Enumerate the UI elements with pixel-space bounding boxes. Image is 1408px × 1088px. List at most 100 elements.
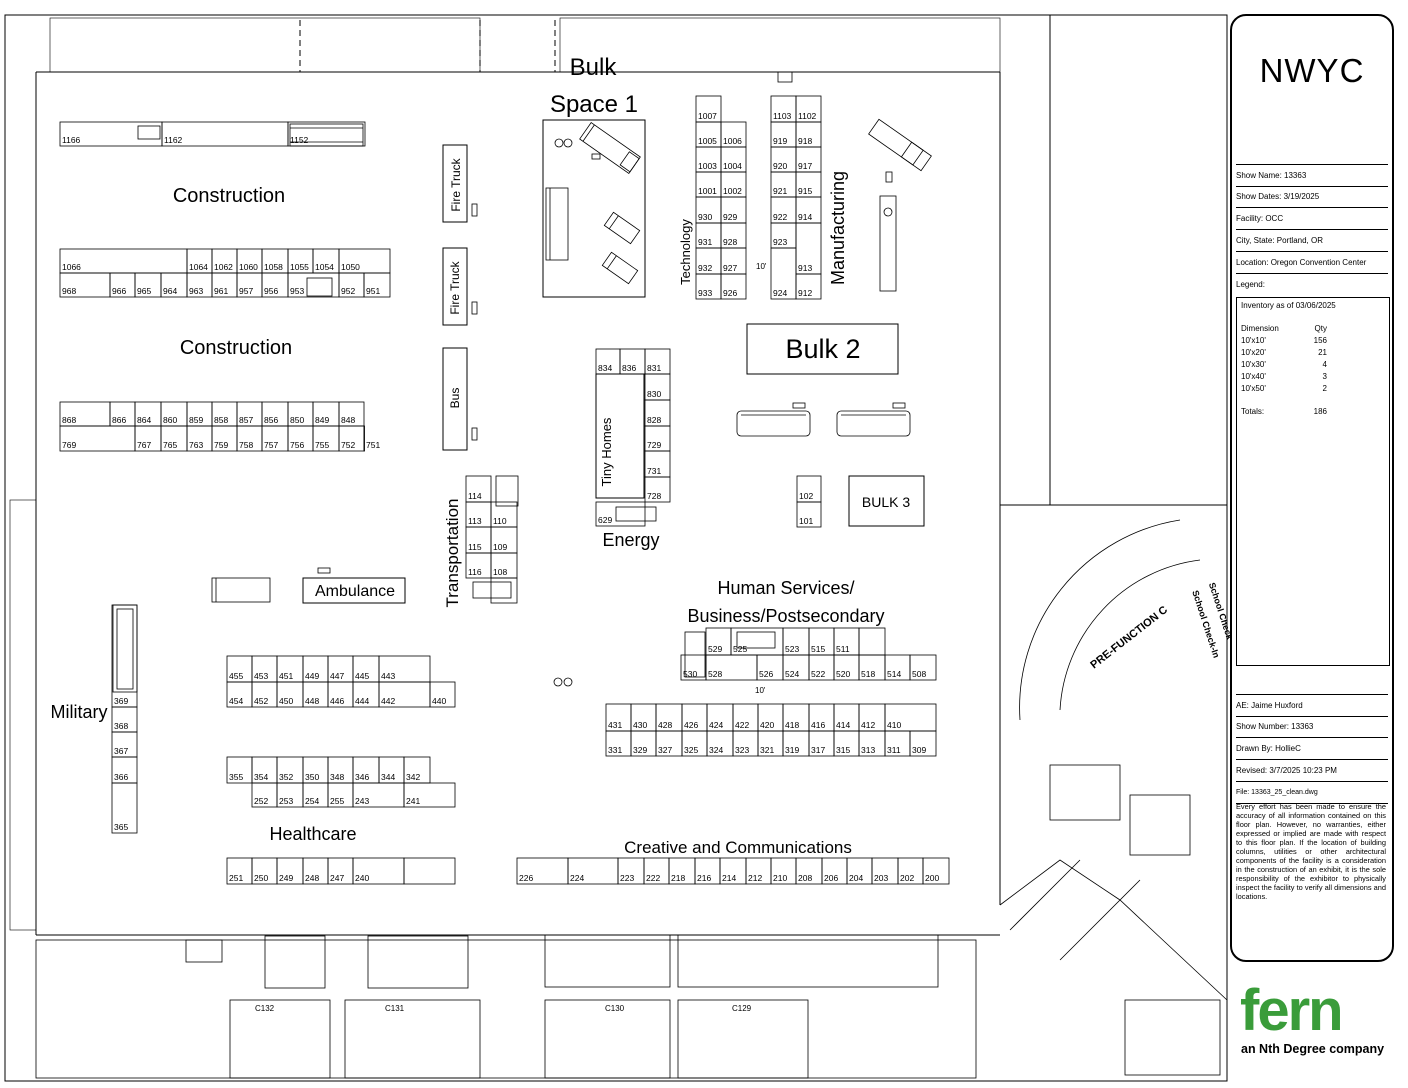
ae-name: AE: Jaime Huxford — [1236, 694, 1388, 717]
zone-healthcare: Healthcare — [269, 824, 356, 844]
booth-label: 922 — [773, 212, 787, 222]
booth-label: 214 — [722, 873, 736, 883]
booth-label: 927 — [723, 263, 737, 273]
booth-label: 629 — [598, 515, 612, 525]
booth-101[interactable] — [796, 501, 822, 528]
booth-label: 912 — [798, 288, 812, 298]
booth-label: 447 — [330, 671, 344, 681]
disclaimer-text: Every effort has been made to ensure the… — [1236, 802, 1386, 901]
south-wing — [35, 519, 1228, 1079]
ambulance-area[interactable] — [302, 577, 406, 604]
booth-label: 830 — [647, 389, 661, 399]
revised-date: Revised: 3/7/2025 10:23 PM — [1236, 760, 1388, 782]
bulk-3-area[interactable] — [848, 475, 925, 527]
booth-label: 928 — [723, 237, 737, 247]
booth-undefined[interactable] — [858, 627, 886, 656]
room-c130: C130 — [605, 1004, 625, 1013]
bus-area[interactable] — [442, 347, 468, 451]
booth-label: 452 — [254, 696, 268, 706]
booth-label: 529 — [708, 644, 722, 654]
floor-plan: C132 C131 C130 C129 Construction Constru… — [4, 14, 1230, 1082]
booth-label: 249 — [279, 873, 293, 883]
fire-truck-1-area[interactable] — [442, 144, 468, 223]
booth-label: 114 — [468, 491, 482, 501]
booth-label: 448 — [305, 696, 319, 706]
zone-construction-2: Construction — [180, 337, 292, 359]
booth-1152[interactable] — [287, 121, 366, 147]
booth-label: 957 — [239, 286, 253, 296]
booth-926[interactable] — [720, 273, 747, 300]
bulk-space-1-area[interactable] — [542, 119, 646, 298]
booth-label: 1162 — [164, 135, 183, 145]
booth-label: 416 — [811, 720, 825, 730]
booth-label: 526 — [759, 669, 773, 679]
booth-951[interactable] — [363, 272, 391, 298]
booth-label: 248 — [305, 873, 319, 883]
booth-440[interactable] — [429, 681, 456, 708]
booth-912[interactable] — [795, 273, 822, 300]
booth-label: 961 — [214, 286, 228, 296]
booth-label: 115 — [468, 542, 482, 552]
booth-label: 866 — [112, 415, 126, 425]
booth-label: 430 — [633, 720, 647, 730]
booth-label: 918 — [798, 136, 812, 146]
booth-label: 324 — [709, 745, 723, 755]
booth-label: 520 — [836, 669, 850, 679]
booth-label: 113 — [468, 516, 482, 526]
booth-label: 508 — [912, 669, 926, 679]
booth-label: 422 — [735, 720, 749, 730]
booth-label: 952 — [341, 286, 355, 296]
booth-label: 836 — [622, 363, 636, 373]
booth-label: 354 — [254, 772, 268, 782]
booth-365[interactable] — [111, 782, 138, 834]
booth-label: 1050 — [341, 262, 360, 272]
booth-label: 522 — [811, 669, 825, 679]
zone-bulk1-a: Bulk — [570, 54, 618, 81]
booth-728[interactable] — [644, 476, 671, 503]
booth-undefined[interactable] — [490, 577, 518, 604]
booth-label: 930 — [698, 212, 712, 222]
booth-label: 454 — [229, 696, 243, 706]
booth-241[interactable] — [403, 782, 456, 808]
booth-751[interactable] — [363, 425, 365, 452]
zone-human-services-b: Business/Postsecondary — [687, 606, 884, 626]
zone-construction-1: Construction — [173, 185, 285, 207]
booth-508[interactable] — [909, 654, 937, 681]
booth-label: 369 — [114, 696, 128, 706]
booth-label: 1064 — [189, 262, 208, 272]
booth-label: 828 — [647, 415, 661, 425]
booth-label: 442 — [381, 696, 395, 706]
booth-label: 920 — [773, 161, 787, 171]
booth-label: 431 — [608, 720, 622, 730]
drawn-by: Drawn By: HollieC — [1236, 738, 1388, 760]
booth-label: 921 — [773, 186, 787, 196]
booth-label: 756 — [290, 440, 304, 450]
booth-label: 350 — [305, 772, 319, 782]
booth-309[interactable] — [909, 730, 937, 757]
booth-undefined[interactable] — [403, 857, 456, 885]
booth-label: 110 — [493, 516, 507, 526]
booth-200[interactable] — [922, 857, 950, 885]
booth-label: 412 — [861, 720, 875, 730]
booth-label: 850 — [290, 415, 304, 425]
booth-label: 222 — [646, 873, 660, 883]
booth-label: 241 — [406, 796, 420, 806]
booth-label: 329 — [633, 745, 647, 755]
booth-label: 331 — [608, 745, 622, 755]
booth-label: 514 — [887, 669, 901, 679]
booth-label: 108 — [493, 567, 507, 577]
zone-pre-function: PRE-FUNCTION C — [1088, 604, 1170, 671]
booth-label: 254 — [305, 796, 319, 806]
booth-label: 765 — [163, 440, 177, 450]
booth-label: 116 — [468, 567, 482, 577]
zone-manufacturing: Manufacturing — [828, 171, 848, 285]
booth-label: 352 — [279, 772, 293, 782]
fire-truck-2-area[interactable] — [442, 247, 468, 326]
booth-629[interactable] — [595, 501, 646, 527]
booth-label: 1001 — [698, 186, 717, 196]
show-dates: Show Dates: 3/19/2025 — [1236, 186, 1388, 208]
bulk-2-area[interactable] — [746, 323, 899, 375]
booth-label: 752 — [341, 440, 355, 450]
file-name: File: 13363_25_clean.dwg — [1236, 782, 1388, 804]
